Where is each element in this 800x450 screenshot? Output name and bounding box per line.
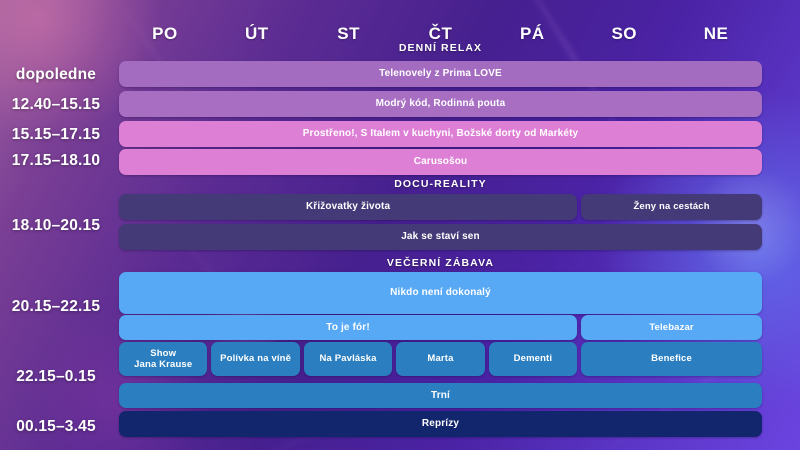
time-slot-label: 00.15–3.45 xyxy=(16,418,96,435)
time-slot-label: 12.40–15.15 xyxy=(11,96,101,113)
programme-cell[interactable]: Benefice xyxy=(581,342,762,376)
section-title: DENNÍ RELAX xyxy=(398,42,483,54)
day-header-čt[interactable]: ČT xyxy=(428,24,453,43)
programme-cell[interactable]: Trní xyxy=(119,383,762,408)
programme-cell[interactable]: Na Pavláska xyxy=(303,342,393,376)
programme-row: Telenovely z Prima LOVE xyxy=(119,61,762,87)
time-slot-label: 20.15–22.15 xyxy=(11,298,101,315)
day-header-po[interactable]: PO xyxy=(152,24,178,43)
time-slot-label: dopoledne xyxy=(15,66,97,83)
programme-cell[interactable]: Modrý kód, Rodinná pouta xyxy=(119,91,762,117)
section-title: VEČERNÍ ZÁBAVA xyxy=(386,257,495,269)
programme-cell[interactable]: Prostřeno!, S Italem v kuchyni, Božské d… xyxy=(119,121,762,147)
section-title: DOCU-REALITY xyxy=(394,178,487,190)
programme-cell[interactable]: Reprízy xyxy=(119,411,762,437)
programme-cell[interactable]: To je fór! xyxy=(119,315,578,340)
day-header-pá[interactable]: PÁ xyxy=(520,24,545,43)
programme-row: To je fór!Telebazar xyxy=(119,315,762,340)
day-header-út[interactable]: ÚT xyxy=(244,24,269,43)
day-header-so[interactable]: SO xyxy=(611,24,637,43)
programme-row: Reprízy xyxy=(119,411,762,437)
programme-cell[interactable]: Telebazar xyxy=(581,315,762,340)
programme-cell[interactable]: Ženy na cestách xyxy=(581,194,762,220)
programme-row: Modrý kód, Rodinná pouta xyxy=(119,91,762,117)
programme-row: Carusošou xyxy=(119,149,762,175)
day-header-row: PO ÚT ST ČT PÁ SO NE xyxy=(119,22,762,46)
programme-row: Jak se staví sen xyxy=(119,224,762,250)
programme-cell[interactable]: Carusošou xyxy=(119,149,762,175)
programme-cell[interactable]: Jak se staví sen xyxy=(119,224,762,250)
programme-cell[interactable]: Marta xyxy=(396,342,485,376)
time-slot-label: 22.15–0.15 xyxy=(16,368,96,385)
programme-row: Nikdo není dokonalý xyxy=(119,272,762,314)
day-header-ne[interactable]: NE xyxy=(703,24,729,43)
programme-cell[interactable]: Show Jana Krause xyxy=(119,342,208,376)
time-slot-label: 18.10–20.15 xyxy=(11,217,101,234)
programme-cell[interactable]: Polívka na víně xyxy=(211,342,300,376)
time-slot-label: 17.15–18.10 xyxy=(11,152,101,169)
day-header-st[interactable]: ST xyxy=(337,24,361,43)
time-slot-label: 15.15–17.15 xyxy=(11,126,101,143)
programme-cell[interactable]: Nikdo není dokonalý xyxy=(119,272,762,314)
programme-cell[interactable]: Telenovely z Prima LOVE xyxy=(119,61,762,87)
programme-row: Trní xyxy=(119,383,762,408)
programme-cell[interactable]: Dementi xyxy=(488,342,578,376)
programme-row: Prostřeno!, S Italem v kuchyni, Božské d… xyxy=(119,121,762,147)
programme-cell[interactable]: Křižovatky života xyxy=(119,194,578,220)
